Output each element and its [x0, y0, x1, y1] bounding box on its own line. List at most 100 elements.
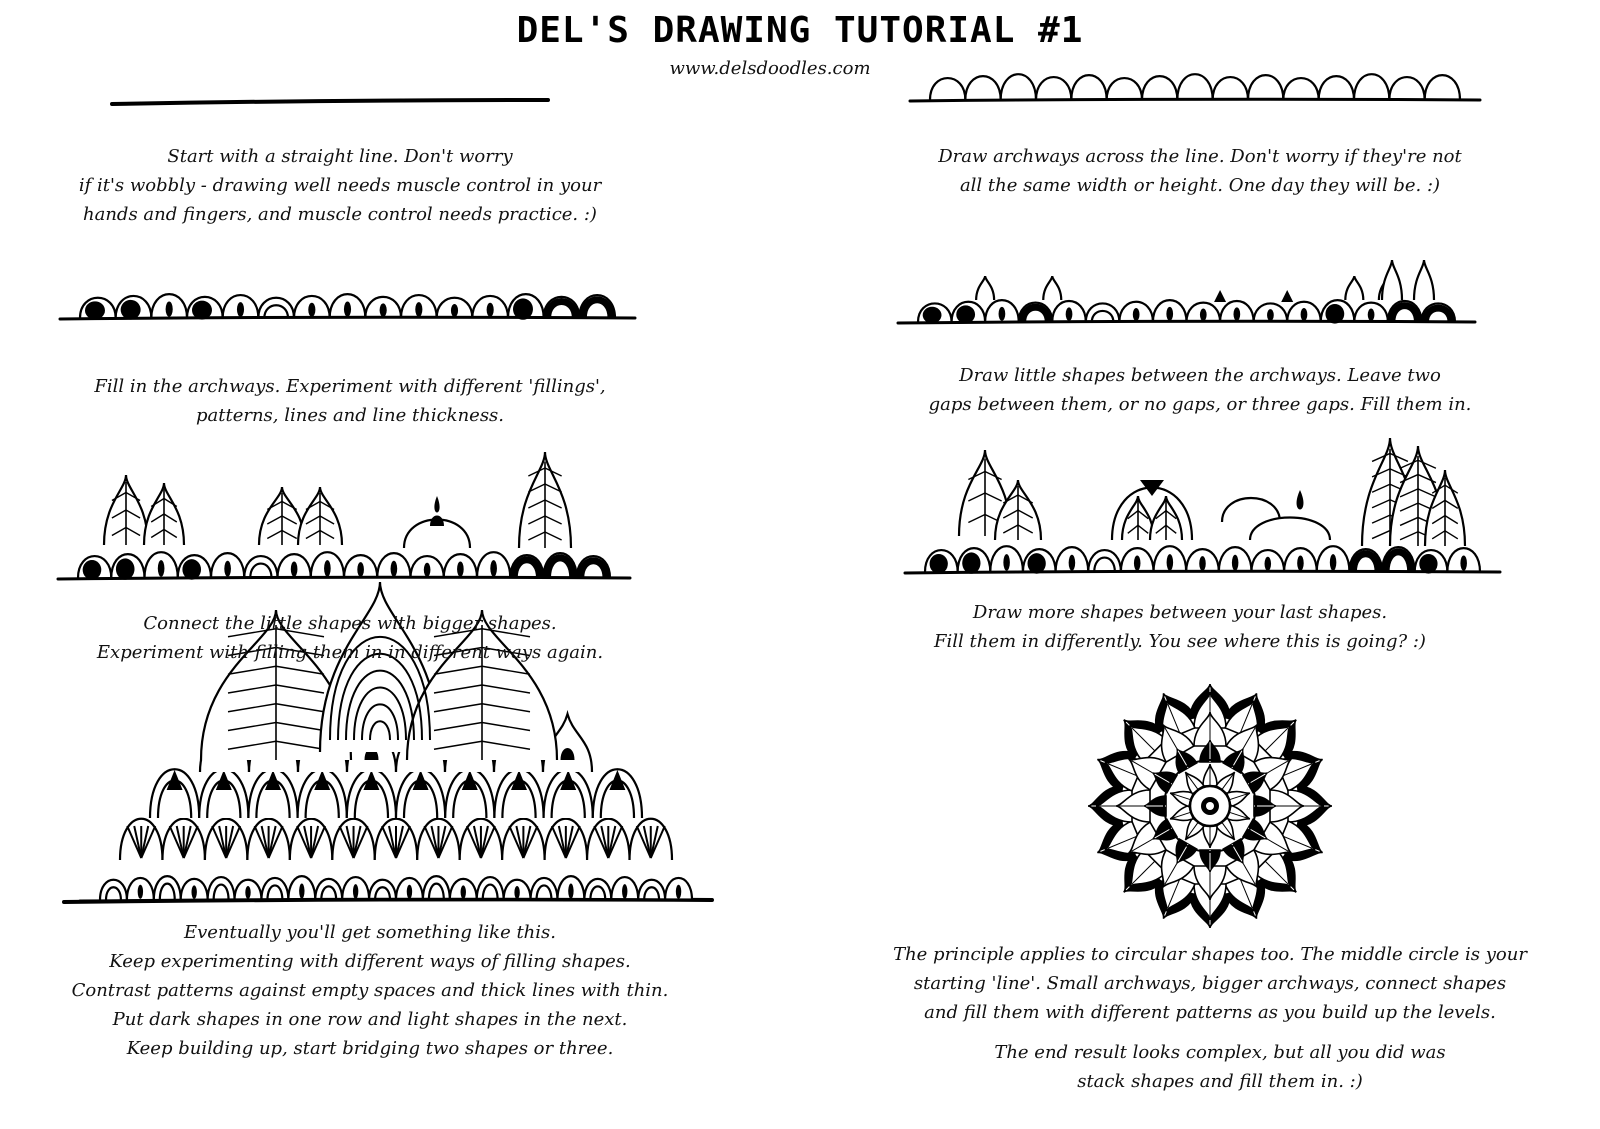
mandala-core-petal	[1169, 804, 1195, 822]
mandala-vein	[1231, 843, 1243, 862]
pattern-line	[211, 825, 228, 859]
archway	[152, 875, 182, 901]
pattern-line	[168, 825, 185, 859]
mandala-mid-petal	[1193, 865, 1227, 901]
mandala-core-petal	[1184, 771, 1206, 796]
pattern-line	[395, 825, 404, 859]
archway	[367, 878, 398, 901]
mandala-outer-petal	[1224, 870, 1259, 912]
leaf-vein	[281, 500, 298, 511]
archway-fill	[1300, 307, 1308, 321]
archway-fill	[1068, 554, 1076, 571]
caption-line: Draw little shapes between the archways.…	[959, 365, 1441, 386]
archway	[1051, 299, 1087, 323]
mandala-core-petal	[1225, 790, 1251, 808]
leaf-vein	[544, 531, 562, 541]
mandala-mid-petal	[1225, 848, 1260, 888]
pattern-line	[522, 825, 539, 859]
archway-fill	[1199, 556, 1206, 571]
mandala-mid-petal	[1160, 848, 1195, 888]
pattern-line	[642, 825, 652, 859]
archway	[1218, 299, 1255, 323]
mandala-vein	[1125, 721, 1149, 745]
archway	[964, 75, 1002, 101]
pattern-line	[310, 825, 320, 859]
pattern-drop	[461, 770, 478, 790]
archway-fill	[1325, 304, 1345, 324]
archway-fill	[450, 303, 459, 317]
archway-fill	[1419, 553, 1438, 574]
archway	[221, 293, 260, 319]
mandala-vein	[1239, 727, 1256, 755]
archway	[76, 554, 113, 579]
archway	[328, 293, 367, 319]
archway-fill	[1231, 554, 1239, 571]
leaf-vein	[163, 528, 178, 539]
mandala-outer-petal	[1282, 820, 1324, 862]
pattern-line	[472, 825, 482, 859]
archway-fill	[191, 300, 212, 320]
archway	[1185, 301, 1222, 323]
mandala-outer-petal	[1161, 700, 1196, 742]
pattern-arch	[156, 779, 193, 819]
archway	[376, 552, 412, 579]
pattern-arch	[296, 768, 348, 819]
leaf-vein	[1002, 509, 1019, 519]
leaf-vein	[1417, 531, 1437, 541]
more-shape	[1140, 480, 1164, 496]
archway	[114, 294, 153, 319]
archway-fill	[1019, 303, 1052, 323]
pattern-line	[140, 825, 157, 859]
leaf-vein	[125, 526, 141, 537]
mandala-vein	[1107, 763, 1139, 777]
mandala-core-petal	[1184, 816, 1206, 841]
leaf-vein	[433, 665, 483, 675]
leaf-vein	[266, 500, 283, 511]
mandala-mid-petal	[1115, 789, 1151, 823]
archway-fill	[212, 883, 230, 901]
mandala-inner-petal	[1199, 739, 1221, 763]
leaf-vein	[984, 470, 1002, 481]
archway-fill	[224, 560, 231, 577]
archway-fill	[1264, 556, 1272, 571]
little-shape	[1380, 259, 1404, 301]
leaf-vein	[1371, 529, 1391, 540]
leaf-vein	[305, 529, 321, 540]
pattern-line	[303, 825, 313, 859]
leaf-vein	[150, 528, 165, 539]
caption-line: patterns, lines and line thickness.	[195, 405, 505, 426]
archway	[1140, 75, 1179, 101]
little-shape	[1377, 275, 1398, 301]
archway-fill	[922, 306, 942, 324]
pattern-drop	[314, 770, 331, 790]
mandala-vein	[1177, 750, 1189, 769]
archway	[471, 294, 510, 319]
mandala-vein	[1100, 839, 1129, 852]
archway-fill	[263, 304, 290, 319]
pattern-line	[395, 825, 411, 859]
archway-fill	[236, 302, 245, 317]
archway-fill	[622, 884, 628, 899]
archway-fill	[514, 885, 520, 899]
mandala-outer-petal	[1256, 852, 1297, 893]
leaf-vein	[1017, 509, 1034, 519]
leaf-vein	[1389, 499, 1409, 509]
pattern-line	[267, 825, 277, 859]
mandala-outer-petal	[1104, 820, 1146, 855]
mandala-inner-petal	[1152, 771, 1178, 794]
archway-fill	[1349, 550, 1382, 573]
archway-fill	[1233, 307, 1241, 321]
archway	[1319, 299, 1356, 323]
leaf-vein	[528, 531, 546, 541]
caption-line: and fill them with different patterns as…	[924, 1002, 1496, 1023]
archway-fill	[577, 557, 610, 579]
caption-line: Start with a straight line. Don't worry	[167, 146, 513, 167]
leaf-vein	[275, 721, 325, 732]
pattern-peak	[345, 709, 398, 773]
leaf-vein	[968, 492, 986, 502]
more-shape	[1360, 437, 1420, 547]
pattern-line	[381, 825, 397, 859]
archway-fill	[544, 298, 579, 319]
pattern-drop	[511, 770, 527, 790]
leaf-vein	[1417, 459, 1437, 469]
